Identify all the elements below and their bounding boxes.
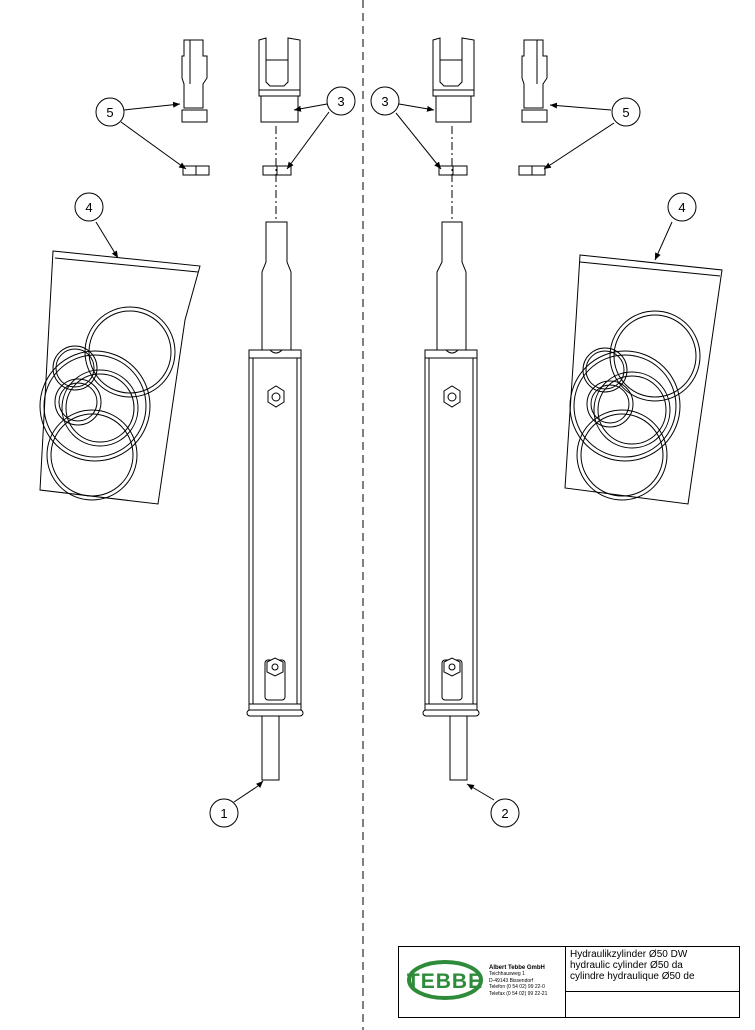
callout-5-left: 5 <box>95 97 125 127</box>
left-nut-5 <box>182 165 210 176</box>
svg-text:1: 1 <box>220 806 227 821</box>
svg-text:3: 3 <box>381 94 388 109</box>
address-line-1: Teichhausweg 1 <box>489 971 525 978</box>
callout-5-right: 5 <box>611 97 641 127</box>
callout-bubbles: 5 3 3 5 4 4 1 2 <box>74 86 697 828</box>
right-cylinder-assembly <box>422 37 723 781</box>
left-nut-3 <box>262 165 292 176</box>
callout-3-left: 3 <box>326 86 356 116</box>
callout-2: 2 <box>490 798 520 828</box>
svg-text:4: 4 <box>678 200 685 215</box>
address-line-2: D-49143 Bissendorf <box>489 977 534 984</box>
description-english: hydraulic cylinder Ø50 da <box>570 960 683 971</box>
title-block: TEBBE Albert Tebbe GmbH Teichhausweg 1 D… <box>398 946 740 1018</box>
svg-text:2: 2 <box>501 806 508 821</box>
left-seal-kit-bag-4 <box>39 250 201 505</box>
right-clevis-fork <box>432 37 475 123</box>
callout-3-right: 3 <box>370 86 400 116</box>
svg-text:3: 3 <box>337 94 344 109</box>
company-logo-cell: TEBBE Albert Tebbe GmbH Teichhausweg 1 D… <box>399 947 566 1017</box>
svg-text:4: 4 <box>85 200 92 215</box>
left-clevis-fork <box>258 37 301 123</box>
left-swivel-head-5 <box>181 39 208 123</box>
callout-4-right: 4 <box>667 192 697 222</box>
company-address: Albert Tebbe GmbH Teichhausweg 1 D-49143… <box>489 965 547 997</box>
right-nut-5 <box>518 165 546 176</box>
description-german: Hydraulikzylinder Ø50 DW <box>570 949 688 960</box>
callout-1: 1 <box>209 798 239 828</box>
phone-number: Telefon (0 54 02) 99 22-0 <box>489 984 545 991</box>
callout-4-left: 4 <box>74 192 104 222</box>
company-name: Albert Tebbe GmbH <box>489 965 545 971</box>
left-cylinder-assembly <box>39 37 304 781</box>
description-french: cylindre hydraulique Ø50 de <box>570 971 695 982</box>
fax-number: Telefax (0 54 02) 99 22-21 <box>489 990 548 997</box>
right-swivel-head-5 <box>521 39 548 123</box>
svg-text:TEBBE: TEBBE <box>407 970 483 993</box>
svg-text:5: 5 <box>622 105 629 120</box>
description-cell: Hydraulikzylinder Ø50 DW hydraulic cylin… <box>566 947 739 992</box>
right-nut-3 <box>438 165 468 176</box>
right-seal-kit-bag-4 <box>564 254 723 505</box>
svg-text:5: 5 <box>106 105 113 120</box>
tebbe-logo: TEBBE <box>407 960 483 1000</box>
callouts <box>95 101 673 803</box>
